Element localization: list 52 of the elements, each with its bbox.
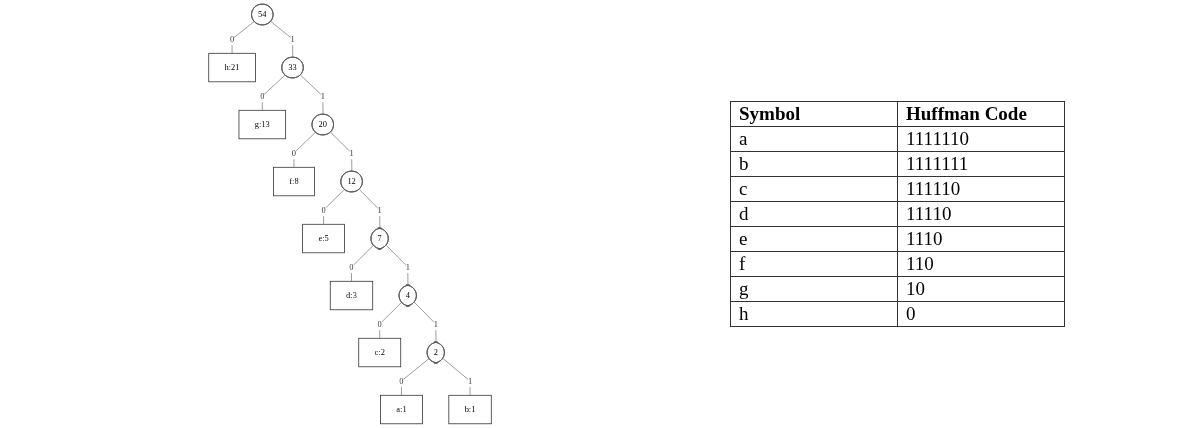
- connector: [262, 74, 286, 111]
- connector: [385, 245, 409, 286]
- table-cell: 110: [897, 251, 1065, 277]
- connector: [359, 189, 381, 229]
- edge-label: 1: [377, 205, 382, 215]
- header-cell: Symbol: [730, 101, 898, 127]
- edge-label: 1: [290, 34, 295, 44]
- edge-label: 1: [349, 148, 354, 158]
- connector: [300, 74, 324, 115]
- table-cell: 1111110: [897, 126, 1065, 152]
- table-cell: 10: [897, 276, 1065, 302]
- connector: [351, 245, 374, 282]
- node-box: h:21: [208, 52, 256, 83]
- edge-label: 0: [399, 376, 404, 386]
- node-box: f:8: [273, 166, 315, 197]
- edge-label: 0: [349, 262, 354, 272]
- edge-label: 1: [433, 319, 438, 329]
- table-cell: 111110: [897, 176, 1065, 202]
- node-box: g:13: [238, 109, 287, 140]
- edge-label: 1: [405, 262, 410, 272]
- table-cell: 0: [897, 301, 1065, 327]
- table-cell: 11110: [897, 201, 1065, 227]
- node-box: d:3: [329, 280, 374, 311]
- connector: [270, 21, 294, 58]
- node-box: b:1: [448, 394, 492, 425]
- table-cell: f: [730, 251, 898, 277]
- edge-label: 0: [260, 91, 265, 101]
- connector: [231, 21, 255, 54]
- connector: [401, 358, 430, 396]
- table-cell: d: [730, 201, 898, 227]
- table-cell: a: [730, 126, 898, 152]
- connector: [379, 302, 402, 339]
- edge-label: 0: [229, 34, 235, 44]
- table-cell: b: [730, 151, 898, 177]
- edge-label: 1: [467, 376, 473, 386]
- connector: [330, 132, 353, 172]
- connector: [414, 302, 437, 343]
- edge-label: 1: [320, 91, 325, 101]
- table-cell: 1111111: [897, 151, 1065, 177]
- node-box: a:1: [380, 394, 423, 425]
- edge-label: 0: [321, 205, 326, 215]
- table-cell: h: [730, 301, 898, 327]
- edge-label: 0: [377, 319, 382, 329]
- node-box: e:5: [302, 223, 345, 254]
- edge-label: 0: [291, 148, 297, 158]
- header-cell: Huffman Code: [897, 101, 1065, 127]
- table-cell: 1110: [897, 226, 1065, 252]
- table-cell: g: [730, 276, 898, 302]
- table-cell: e: [730, 226, 898, 252]
- connector: [323, 189, 345, 225]
- table-cell: c: [730, 176, 898, 202]
- node-box: c:2: [358, 337, 402, 368]
